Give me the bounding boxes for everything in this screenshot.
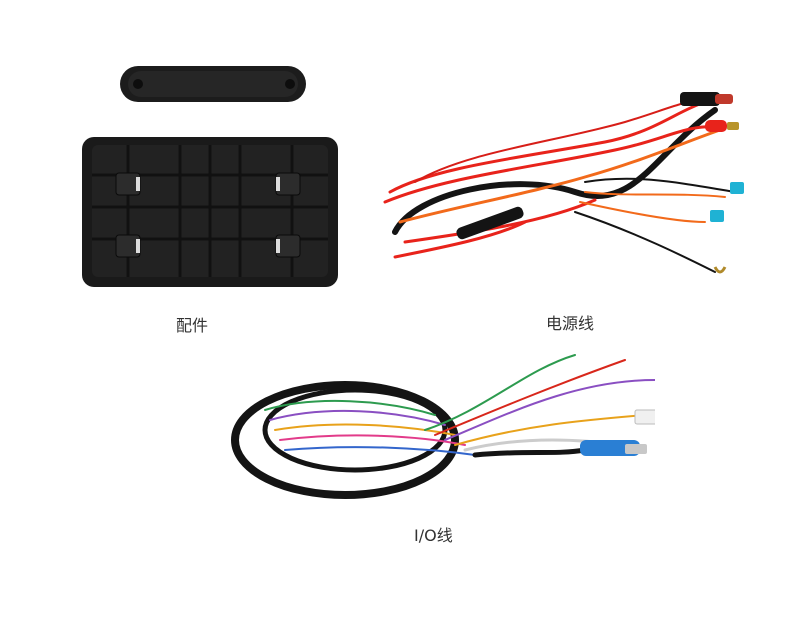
mounting-bar-image xyxy=(120,66,306,102)
mounting-plate-image xyxy=(82,137,338,287)
io-cable-image xyxy=(231,354,655,499)
power-cable-caption: 电源线 xyxy=(546,314,595,333)
io-cable-caption: I/O线 xyxy=(414,526,453,545)
power-cable-image xyxy=(383,92,744,274)
accessories-caption: 配件 xyxy=(176,316,209,335)
